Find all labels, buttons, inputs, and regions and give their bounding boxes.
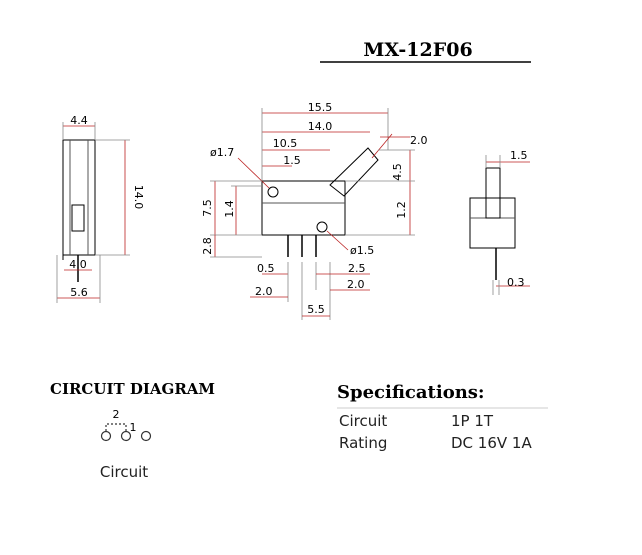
front-view-dims xyxy=(210,108,415,320)
dim-lever-width: 2.0 xyxy=(410,134,428,147)
right-actuator xyxy=(485,167,501,219)
side-view-left-dims xyxy=(56,122,130,303)
spec-rating-value: DC 16V 1A xyxy=(451,434,532,452)
side-view-right-dims xyxy=(485,155,530,295)
circuit-symbol xyxy=(100,423,152,442)
specifications-heading: Specifications: xyxy=(337,382,485,403)
pin-hole xyxy=(316,221,328,233)
dim-top-offset: 10.5 xyxy=(273,137,298,150)
switch-link xyxy=(105,423,127,431)
dim-hole-height: 1.4 xyxy=(223,200,236,218)
right-body-outline xyxy=(469,197,516,249)
mounting-hole xyxy=(267,186,279,198)
terminal-left xyxy=(100,430,112,442)
lever-actuator xyxy=(329,147,379,197)
side-body-outline xyxy=(62,139,96,256)
terminal-right xyxy=(140,430,152,442)
dim-right-pin: 0.3 xyxy=(507,276,525,289)
spec-circuit-value: 1P 1T xyxy=(451,412,494,430)
dim-right-top: 1.5 xyxy=(510,149,528,162)
dim-pin-height: 2.8 xyxy=(201,237,214,255)
circuit-caption: Circuit xyxy=(100,463,148,481)
spec-rating-label: Rating xyxy=(339,434,387,452)
dim-lever-height: 4.5 xyxy=(391,163,404,181)
front-view xyxy=(261,147,379,257)
dim-pin-pitch-right: 2.0 xyxy=(347,278,365,291)
side-actuator xyxy=(71,204,85,232)
dim-body-right: 1.2 xyxy=(395,201,408,219)
side-view-right xyxy=(469,167,516,280)
dim-pin-thickness: 0.5 xyxy=(257,262,275,275)
spec-circuit-label: Circuit xyxy=(339,412,387,430)
terminal-middle xyxy=(120,430,132,442)
dim-top-body: 14.0 xyxy=(308,120,333,133)
pin-label-1: 1 xyxy=(130,421,137,434)
dim-pin-gap-right: 2.5 xyxy=(348,262,366,275)
front-body-outline xyxy=(261,180,346,236)
dim-left-inner: 4.0 xyxy=(69,258,87,271)
dim-body-upper: 7.5 xyxy=(201,199,214,217)
part-title: MX-12F06 xyxy=(363,39,472,61)
dim-top-overall: 15.5 xyxy=(308,101,333,114)
dim-pin-pitch-left: 2.0 xyxy=(255,285,273,298)
dim-pin-span: 5.5 xyxy=(307,303,325,316)
circuit-diagram-heading: CIRCUIT DIAGRAM xyxy=(50,380,215,398)
dim-pin-hole-dia: ø1.5 xyxy=(350,244,374,257)
dim-left-height: 14.0 xyxy=(132,185,145,210)
dim-top-small: 1.5 xyxy=(283,154,301,167)
side-view-left xyxy=(62,139,96,282)
dim-left-top-width: 4.4 xyxy=(70,114,88,127)
dim-hole-dia: ø1.7 xyxy=(210,146,234,159)
dim-left-base: 5.6 xyxy=(70,286,88,299)
pin-label-2: 2 xyxy=(113,408,120,421)
